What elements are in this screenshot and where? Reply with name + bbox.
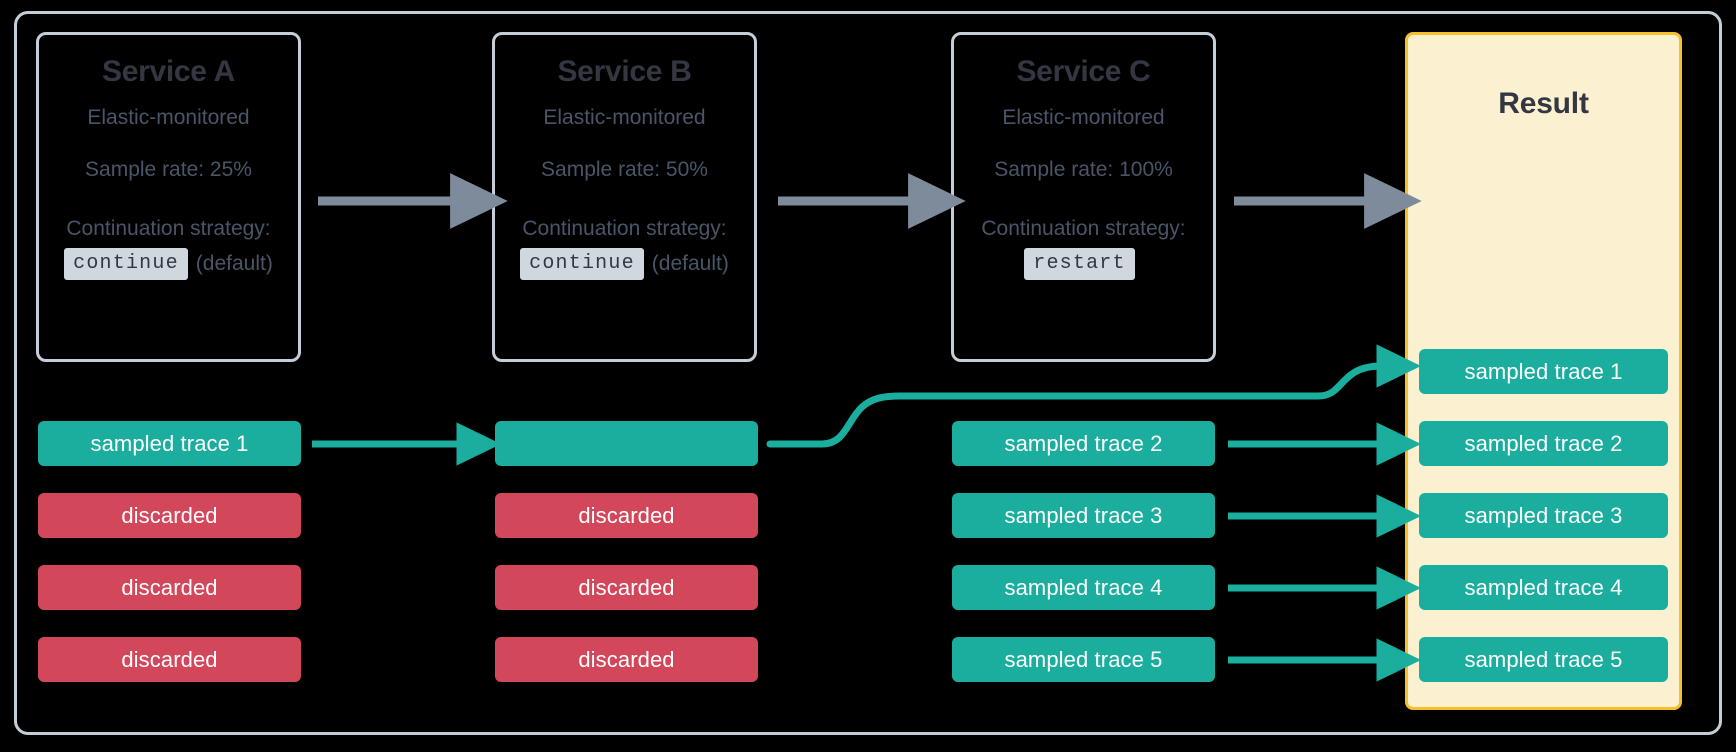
service-b-trace-4: discarded <box>495 637 758 682</box>
service-card-c: Service C Elastic-monitored Sample rate:… <box>951 32 1216 362</box>
service-b-strategy-row: continue (default) <box>495 248 754 281</box>
service-a-title: Service A <box>102 55 235 88</box>
service-c-strategy-label: Continuation strategy: <box>981 217 1186 240</box>
service-a-trace-4: discarded <box>38 637 301 682</box>
result-trace-4: sampled trace 4 <box>1419 565 1668 610</box>
service-c-strategy-row: restart <box>954 248 1213 281</box>
service-a-subtitle: Elastic-monitored <box>87 106 250 129</box>
service-a-strategy-row: continue (default) <box>39 248 298 281</box>
service-b-trace-2: discarded <box>495 493 758 538</box>
service-a-sample-rate: Sample rate: 25% <box>85 158 252 181</box>
service-a-trace-1: sampled trace 1 <box>38 421 301 466</box>
service-a-trace-3: discarded <box>38 565 301 610</box>
service-a-strategy-value: continue <box>64 248 188 281</box>
service-card-b: Service B Elastic-monitored Sample rate:… <box>492 32 757 362</box>
service-b-strategy-note: (default) <box>651 252 729 276</box>
service-c-subtitle: Elastic-monitored <box>1002 106 1165 129</box>
service-c-trace-3: sampled trace 3 <box>952 493 1215 538</box>
service-b-strategy-value: continue <box>520 248 644 281</box>
diagram-outer-frame <box>14 11 1722 735</box>
service-b-subtitle: Elastic-monitored <box>543 106 706 129</box>
service-b-strategy-label: Continuation strategy: <box>522 217 727 240</box>
result-trace-5: sampled trace 5 <box>1419 637 1668 682</box>
service-c-trace-2: sampled trace 2 <box>952 421 1215 466</box>
service-c-sample-rate: Sample rate: 100% <box>994 158 1173 181</box>
service-b-sample-rate: Sample rate: 50% <box>541 158 708 181</box>
result-trace-3: sampled trace 3 <box>1419 493 1668 538</box>
service-b-title: Service B <box>557 55 692 88</box>
result-title: Result <box>1498 87 1589 120</box>
result-trace-2: sampled trace 2 <box>1419 421 1668 466</box>
service-c-strategy-value: restart <box>1024 248 1135 281</box>
service-b-trace-1 <box>495 421 758 466</box>
service-b-trace-3: discarded <box>495 565 758 610</box>
service-c-trace-5: sampled trace 5 <box>952 637 1215 682</box>
service-a-trace-2: discarded <box>38 493 301 538</box>
service-a-strategy-note: (default) <box>195 252 273 276</box>
result-trace-1: sampled trace 1 <box>1419 349 1668 394</box>
service-card-a: Service A Elastic-monitored Sample rate:… <box>36 32 301 362</box>
service-a-strategy-label: Continuation strategy: <box>66 217 271 240</box>
service-c-title: Service C <box>1016 55 1151 88</box>
service-c-trace-4: sampled trace 4 <box>952 565 1215 610</box>
